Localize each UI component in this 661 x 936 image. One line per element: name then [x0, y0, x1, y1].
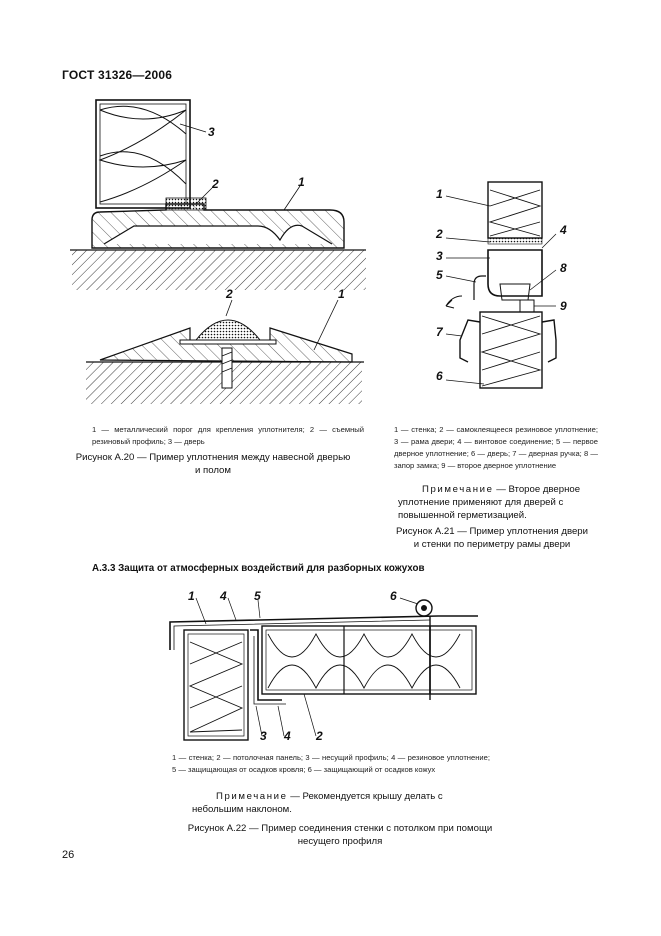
fig-a20-callout-1: 1 — [298, 175, 305, 189]
fig-a21-caption-line1: Рисунок А.21 — Пример уплотнения двери — [395, 526, 588, 537]
fig-a20-caption-line1: Рисунок А.20 — Пример уплотнения между н… — [75, 452, 351, 463]
fig-a22-callout-1: 1 — [188, 589, 195, 603]
fig-a21-callout-7: 7 — [436, 325, 444, 339]
fig-a22-callout-4b: 4 — [283, 729, 291, 743]
fig-a22-note-text: — Рекомендуется крышу делать с небольшим… — [192, 791, 443, 815]
fig-a20-callout-3: 3 — [208, 125, 215, 139]
fig-a21-callout-6: 6 — [436, 369, 443, 383]
fig-a20-callout-2b: 2 — [225, 287, 233, 301]
fig-a22-callout-4a: 4 — [219, 589, 227, 603]
fig-a21-callout-9: 9 — [560, 299, 567, 313]
fig-a22-note: Примечание — Рекомендуется крышу делать … — [192, 790, 494, 816]
fig-a22-callout-6: 6 — [390, 589, 397, 603]
fig-a20-legend: 1 — металлический порог для крепления уп… — [92, 425, 364, 446]
fig-a22-legend: 1 — стенка; 2 — потолочная панель; 3 — н… — [172, 753, 490, 774]
fig-a22-caption-line2: несущего профиля — [297, 836, 383, 847]
fig-a22-caption-line1: Рисунок А.22 — Пример соединения стенки … — [187, 823, 493, 834]
fig-a21-caption: Рисунок А.21 — Пример уплотнения двери и… — [386, 525, 598, 551]
fig-a21-callout-3: 3 — [436, 249, 443, 263]
section-heading: А.3.3 Защита от атмосферных воздействий … — [92, 563, 425, 574]
fig-a21-note-label: Примечание — [422, 484, 494, 495]
fig-a21-note: Примечание — Второе дверное уплотнение п… — [398, 483, 598, 522]
fig-a21-callout-1: 1 — [436, 187, 443, 201]
fig-a22-callout-3: 3 — [260, 729, 267, 743]
fig-a20-caption: Рисунок А.20 — Пример уплотнения между н… — [62, 451, 364, 477]
figure-a20-drawing: 3 2 1 2 1 — [70, 99, 366, 404]
figure-a21-drawing: 1 2 3 5 7 6 4 8 9 — [435, 181, 567, 389]
fig-a21-caption-line2: и стенки по периметру рамы двери — [413, 539, 571, 550]
fig-a22-caption: Рисунок А.22 — Пример соединения стенки … — [182, 822, 498, 848]
fig-a20-callout-1b: 1 — [338, 287, 345, 301]
figure-a22-drawing: 1 4 5 6 3 4 2 — [169, 589, 478, 743]
fig-a21-callout-4: 4 — [559, 223, 567, 237]
fig-a21-legend: 1 — стенка; 2 — самоклеящееся резиновое … — [394, 425, 598, 470]
fig-a22-callout-2: 2 — [315, 729, 323, 743]
fig-a21-callout-5: 5 — [436, 268, 443, 282]
fig-a20-callout-2: 2 — [211, 177, 219, 191]
fig-a21-callout-8: 8 — [560, 261, 567, 275]
fig-a21-note-text: — Второе дверное уплотнение применяют дл… — [398, 484, 581, 521]
fig-a22-note-label: Примечание — [216, 791, 288, 802]
page-number: 26 — [62, 849, 75, 861]
document-header: ГОСТ 31326—2006 — [62, 68, 173, 82]
fig-a20-caption-line2: и полом — [195, 465, 231, 476]
fig-a22-callout-5: 5 — [254, 589, 261, 603]
fig-a21-callout-2: 2 — [435, 227, 443, 241]
